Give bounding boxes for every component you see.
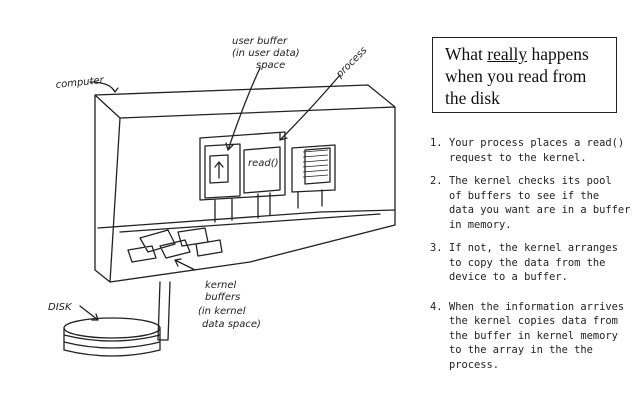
disk-stack <box>63 317 161 339</box>
user-buffer-slot <box>209 154 229 184</box>
step-item: 4. When the information arrives the kern… <box>430 300 638 373</box>
step-item: 3. If not, the kernel arranges to copy t… <box>430 241 638 285</box>
title-text-before: What <box>445 44 488 64</box>
process-cabinet <box>199 131 286 201</box>
step-item: 1. Your process places a read() request … <box>430 136 638 165</box>
computer-box <box>94 84 396 283</box>
disk-label: DISK <box>48 302 73 313</box>
step-text: The kernel checks its pool of buffers to… <box>449 175 631 231</box>
kernel-buffers-label-2: buffers <box>205 292 240 303</box>
computer-diagram: computer user buffer (in user data) spac… <box>48 36 396 357</box>
computer-floor <box>97 209 396 233</box>
step-text: Your process places a read() request to … <box>449 137 625 164</box>
title-text-underlined: really <box>487 44 528 64</box>
kernel-buffers <box>127 227 223 263</box>
computer-label: computer <box>55 75 105 91</box>
step-number: 3. <box>430 242 443 254</box>
step-item: 2. The kernel checks its pool of buffers… <box>430 174 638 232</box>
title-box: What really happens when you read from t… <box>432 37 617 113</box>
process-label: process <box>334 45 370 81</box>
user-buffer-label-3: space <box>256 60 285 71</box>
disk-cable <box>157 281 171 341</box>
kernel-buffers-label-4: data space) <box>202 319 261 330</box>
title-text-after: happens when you read from the disk <box>445 44 589 108</box>
step-text: If not, the kernel arranges to copy the … <box>449 242 618 283</box>
steps-list: 1. Your process places a read() request … <box>430 136 638 381</box>
read-call-label: read() <box>248 158 279 169</box>
step-number: 1. <box>430 137 443 149</box>
process-cabinet-2 <box>291 144 336 193</box>
step-number: 2. <box>430 175 443 187</box>
user-buffer-label-2: (in user data) <box>232 48 300 59</box>
step-text: When the information arrives the kernel … <box>449 300 625 371</box>
kernel-buffers-label-1: kernel <box>205 280 237 291</box>
user-buffer-label-1: user buffer <box>232 36 288 47</box>
kernel-buffers-label-3: (in kernel <box>198 306 246 317</box>
step-number: 4. <box>430 300 443 313</box>
